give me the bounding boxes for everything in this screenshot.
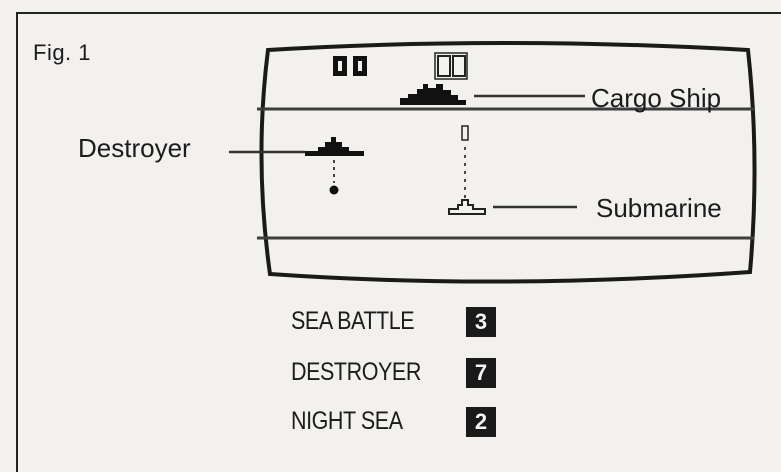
- right-score-digits: [434, 52, 468, 80]
- game-variant-number: 2: [466, 407, 496, 437]
- submarine-callout: Submarine: [596, 193, 722, 223]
- cargo-ship-callout: Cargo Ship: [591, 83, 722, 113]
- cargo-ship-shape: [400, 84, 466, 105]
- game-variant-number: 3: [466, 307, 496, 337]
- left-score-digits: [333, 56, 367, 76]
- game-variant-row: SEA BATTLE 3: [291, 307, 511, 337]
- game-variant-number: 7: [466, 358, 496, 388]
- submarine-shape: [448, 199, 486, 215]
- destroyer-shape: [305, 137, 364, 156]
- game-variant-name: NIGHT SEA: [291, 407, 403, 435]
- figure-frame: [16, 12, 781, 472]
- destroyer-callout: Destroyer: [78, 133, 191, 163]
- game-variant-name: DESTROYER: [291, 358, 421, 386]
- game-variant-row: DESTROYER 7: [291, 358, 511, 388]
- torpedo: [461, 125, 469, 141]
- tv-screen-outline: [259, 41, 757, 284]
- game-variant-row: NIGHT SEA 2: [291, 407, 511, 437]
- depth-charge: [329, 185, 339, 195]
- figure-label: Fig. 1: [33, 40, 92, 65]
- game-variant-name: SEA BATTLE: [291, 307, 415, 335]
